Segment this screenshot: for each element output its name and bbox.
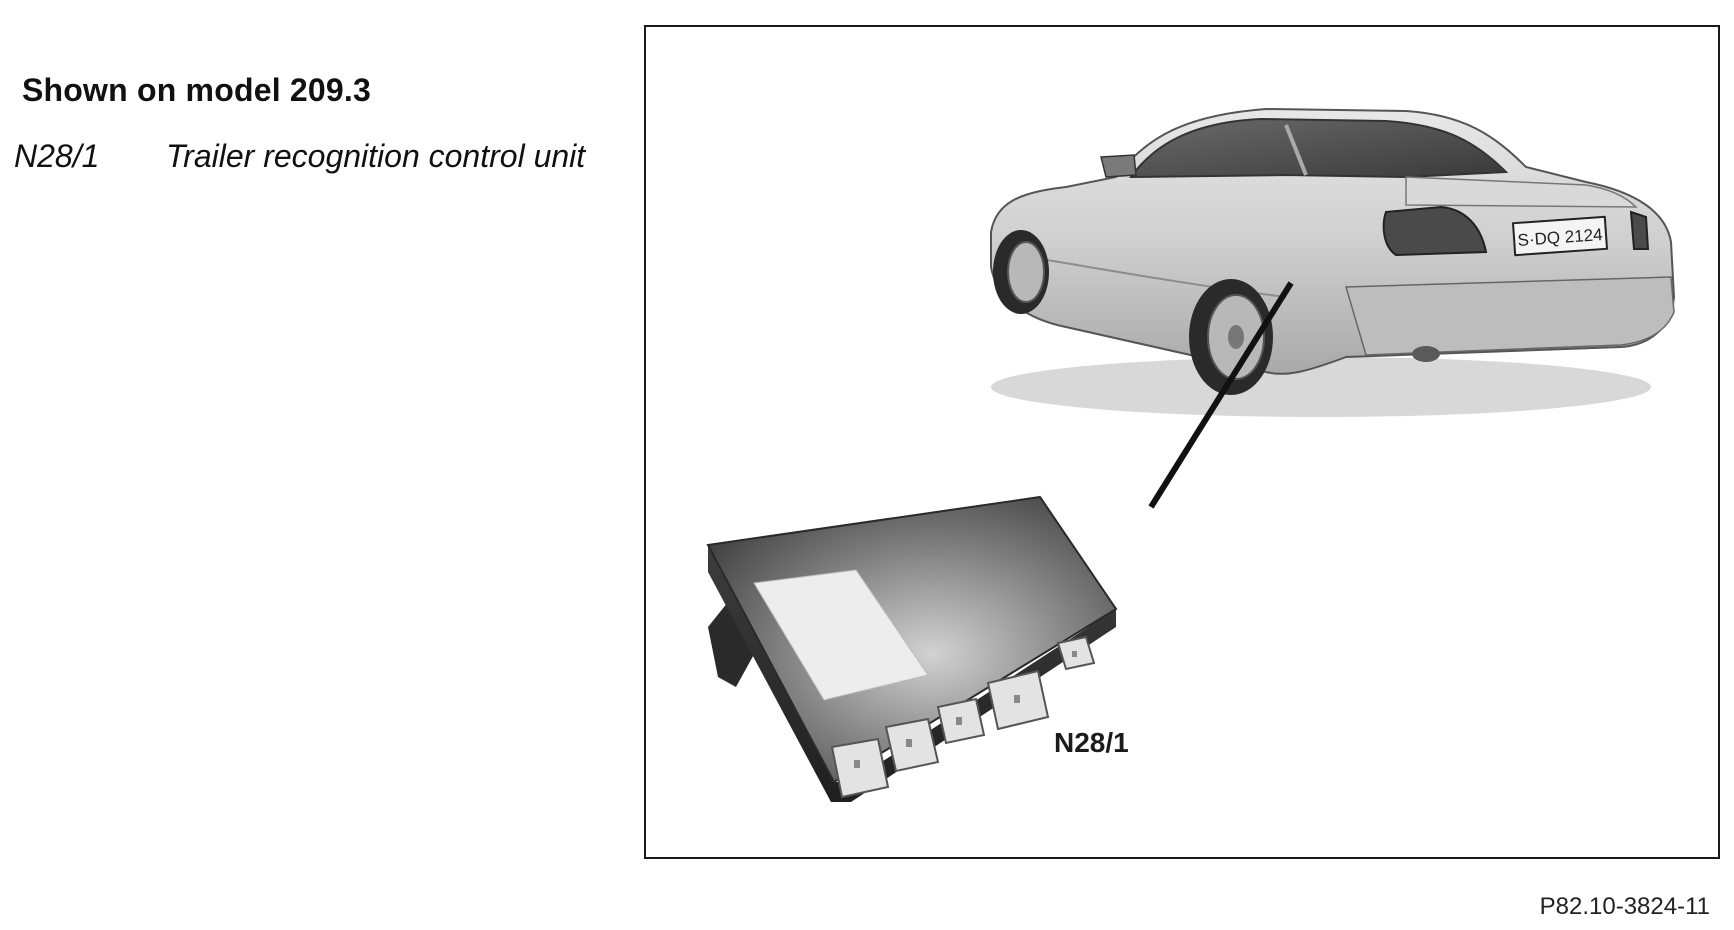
control-unit-drawing bbox=[706, 495, 1118, 802]
car-drawing: S·DQ 2124 bbox=[990, 107, 1676, 417]
legend-description: Trailer recognition control unit bbox=[166, 138, 586, 174]
callout-label: N28/1 bbox=[1054, 727, 1129, 758]
illustration-frame: S·DQ 2124 bbox=[644, 25, 1720, 859]
model-heading: Shown on model 209.3 bbox=[22, 72, 371, 108]
figure-reference: P82.10-3824-11 bbox=[1539, 893, 1710, 920]
callout-line bbox=[1148, 281, 1294, 509]
illustration: S·DQ 2124 bbox=[706, 107, 1676, 802]
legend-code: N28/1 bbox=[14, 138, 100, 174]
